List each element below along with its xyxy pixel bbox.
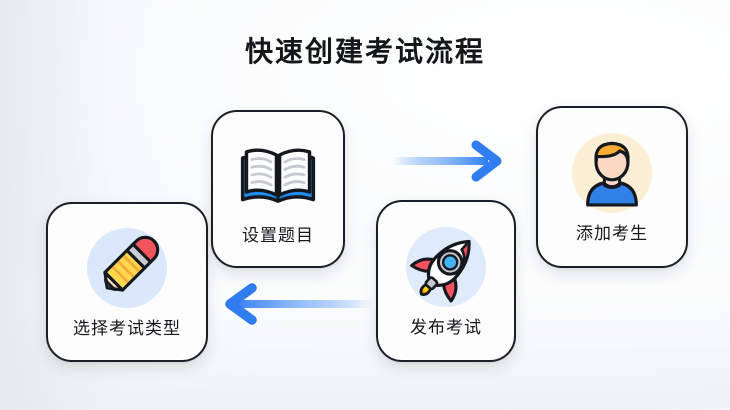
user-icon-wrap bbox=[570, 131, 654, 215]
step-card-label: 选择考试类型 bbox=[73, 318, 181, 338]
page-title: 快速创建考试流程 bbox=[244, 36, 485, 67]
step-card-label: 添加考生 bbox=[576, 223, 648, 243]
step-card-label: 发布考试 bbox=[410, 317, 482, 337]
rocket-icon-wrap bbox=[404, 225, 488, 309]
pencil-icon bbox=[103, 235, 160, 292]
arrow-left-icon bbox=[225, 283, 372, 325]
step-card-choose-exam-type[interactable]: 选择考试类型 bbox=[46, 202, 208, 362]
step-card-set-questions[interactable]: 设置题目 bbox=[211, 110, 345, 268]
step-card-label: 设置题目 bbox=[242, 225, 314, 245]
user-icon bbox=[586, 141, 638, 207]
open-book-icon bbox=[240, 147, 316, 203]
step-card-add-examinees[interactable]: 添加考生 bbox=[536, 106, 688, 268]
step-card-publish-exam[interactable]: 发布考试 bbox=[376, 200, 516, 362]
arrow-right-icon bbox=[392, 140, 502, 182]
rocket-icon bbox=[410, 239, 471, 303]
open-book-icon-wrap bbox=[236, 133, 320, 217]
pencil-icon-wrap bbox=[85, 226, 169, 310]
